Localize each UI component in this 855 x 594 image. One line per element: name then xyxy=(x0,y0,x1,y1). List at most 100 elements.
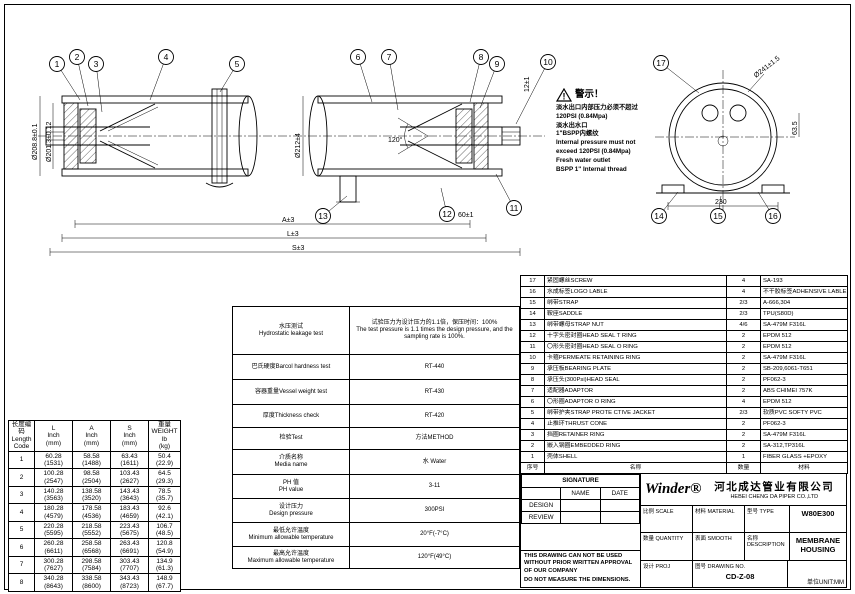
warning-line: BSPP 1" Internal thread xyxy=(556,165,627,173)
test-table-row: PH 值 PH value 3-11 xyxy=(232,474,520,499)
bom-name-cell: 绑带护夹STRAP PROTE CTIVE JACKET xyxy=(544,407,727,419)
test-value-cell: 水 Water xyxy=(349,449,520,475)
svg-text:63.5: 63.5 xyxy=(792,121,799,135)
quantity-row: 数量 QUANTITY 表面 SMOOTH 名称 DESCRIPTION MEM… xyxy=(641,533,846,561)
bom-name-cell: 紧固螺丝SCREW xyxy=(544,275,727,287)
review-row-label: REVIEW xyxy=(520,511,562,524)
svg-text:8: 8 xyxy=(479,52,484,62)
svg-text:A±3: A±3 xyxy=(282,217,295,224)
company-logo: Winder® xyxy=(645,481,702,497)
bom-header-no: 序号 xyxy=(520,462,545,474)
col-weight: 重量 WEIGHT lb (kg) xyxy=(148,420,181,452)
svg-text:16: 16 xyxy=(768,211,778,221)
a-cell: 298.58 (7584) xyxy=(72,555,111,575)
bom-no-cell: 2 xyxy=(520,440,545,452)
bom-row: 11 〇形头密封圈HEAD SEAL O RING 2 EPDM 512 xyxy=(520,341,848,353)
weight-cell: 148.9 (67.7) xyxy=(148,573,181,592)
bom-row: 17 紧固螺丝SCREW 4 SA-193 xyxy=(520,275,848,287)
no-measure-notice: DO NOT MEASURE THE DIMENSIONS. xyxy=(524,577,631,584)
col-length-code: 长度编码 Length Code xyxy=(8,420,35,452)
weight-cell: 134.9 (61.3) xyxy=(148,555,181,575)
bom-name-cell: 绑带螺母STRAP NUT xyxy=(544,319,727,331)
s-cell: 103.43 (2627) xyxy=(110,468,149,487)
bom-qty-cell: 2 xyxy=(726,330,761,342)
bom-header-row: 序号 名称 数量 材料 xyxy=(520,462,848,474)
bom-row: 9 承压板BEARING PLATE 2 SB-209,6061-T651 xyxy=(520,363,848,375)
length-code-cell: 8 xyxy=(8,573,35,592)
bom-name-cell: 十字头密封圈HEAD SEAL T RING xyxy=(544,330,727,342)
warning-line: Internal pressure must not xyxy=(556,139,636,147)
bom-no-cell: 11 xyxy=(520,341,545,353)
bom-header-qty: 数量 xyxy=(726,462,761,474)
bom-table: 17 紧固螺丝SCREW 4 SA-193 16 水成标签LOGO LABLE … xyxy=(520,275,848,474)
svg-text:3: 3 xyxy=(94,59,99,69)
bom-name-cell: 承压头(300Psi)HEAD SEAL xyxy=(544,374,727,386)
test-table-row: 检验Test 方法METHOD xyxy=(232,427,520,450)
approval-notice: THIS DRAWING CAN NOT BE USED WITHOUT PRI… xyxy=(521,549,640,587)
svg-text:!: ! xyxy=(563,92,566,102)
design-row-label: DESIGN xyxy=(520,499,562,512)
length-code-cell: 5 xyxy=(8,520,35,540)
bom-qty-cell: 2 xyxy=(726,418,761,430)
test-table-row: 最低允许温度 Minimum allowable temperature 20°… xyxy=(232,522,520,547)
length-table-row: 8 340.28 (8643) 338.58 (8600) 343.43 (87… xyxy=(8,573,181,592)
bom-qty-cell: 2 xyxy=(726,374,761,386)
test-table-row: 介质名称 Media name 水 Water xyxy=(232,449,520,475)
bom-row: 13 绑带螺母STRAP NUT 4/6 SA-479M F316L xyxy=(520,319,848,331)
test-label-cell: 检验Test xyxy=(232,427,350,450)
company-names: 河北成达管业有限公司 HEBEI CHENG DA PIPER CO.,LTD xyxy=(707,479,843,500)
a-cell: 258.58 (6568) xyxy=(72,538,111,557)
bom-row: 16 水成标签LOGO LABLE 4 不干胶标签ADHENSIVE LABLE xyxy=(520,286,848,298)
svg-text:4: 4 xyxy=(164,52,169,62)
bom-material-cell: SA-479M F316L xyxy=(760,319,848,331)
bom-row: 2 嵌入钢圈EMBEDDED RING 2 SA-312,TP316L xyxy=(520,440,848,452)
svg-text:17: 17 xyxy=(656,58,666,68)
bom-qty-cell: 2 xyxy=(726,440,761,452)
review-date-cell xyxy=(599,511,641,524)
description-label: 名称 DESCRIPTION xyxy=(745,533,790,560)
bom-material-cell: FIBER GLASS +EPOXY xyxy=(760,451,848,463)
right-section-view xyxy=(308,95,521,203)
test-label-cell: 最高允许温度 Maximum allowable temperature xyxy=(232,546,350,569)
test-label-cell: 容器重量Vessel weight test xyxy=(232,379,350,405)
length-code-table: 长度编码 Length Code L Inch (mm) A Inch (mm)… xyxy=(8,420,181,592)
balloon-8: 8 xyxy=(469,49,489,103)
svg-text:5: 5 xyxy=(235,59,240,69)
test-spec-table: 水压测试 Hydrostatic leakage test 试验压力为设计压力的… xyxy=(232,306,520,569)
s-cell: 143.43 (3643) xyxy=(110,485,149,505)
bom-material-cell: 不干胶标签ADHENSIVE LABLE xyxy=(760,286,848,298)
a-cell: 58.58 (1488) xyxy=(72,450,111,470)
end-view xyxy=(655,70,795,212)
bom-qty-cell: 2 xyxy=(726,352,761,364)
warning-line: Fresh water outlet xyxy=(556,156,611,164)
bom-no-cell: 13 xyxy=(520,319,545,331)
length-table-row: 1 60.28 (1531) 58.58 (1488) 63.43 (1611)… xyxy=(8,450,181,470)
drawing-no-value: CD-Z-08 xyxy=(725,571,755,581)
test-value-cell: 120°F(49°C) xyxy=(349,546,520,569)
svg-text:14: 14 xyxy=(654,211,664,221)
material-label: 材料 MATERIAL xyxy=(693,506,745,533)
bom-row: 5 绑带护夹STRAP PROTE CTIVE JACKET 2/3 软质PVC… xyxy=(520,407,848,419)
warning-title: 警示！ xyxy=(575,89,604,101)
signature-section: SIGNATURE NAME DATE DESIGN REVIEW xyxy=(520,474,641,587)
bom-header-material: 材料 xyxy=(760,462,848,474)
test-value-cell: RT-420 xyxy=(349,404,520,428)
svg-text:S±3: S±3 xyxy=(292,245,305,252)
balloon-5: 5 xyxy=(219,56,245,93)
length-code-cell: 3 xyxy=(8,485,35,505)
bom-material-cell: SB-209,6061-T651 xyxy=(760,363,848,375)
test-value-cell: 20°F(-7°C) xyxy=(349,522,520,547)
svg-text:10: 10 xyxy=(543,57,553,67)
bom-row: 1 壳体SHELL 1 FIBER GLASS +EPOXY xyxy=(520,451,848,463)
svg-text:12±1: 12±1 xyxy=(524,76,531,92)
svg-text:60±1: 60±1 xyxy=(458,212,474,219)
description-value: MEMBRANE HOUSING xyxy=(795,536,841,555)
bom-material-cell: EPDM 512 xyxy=(760,341,848,353)
s-cell: 63.43 (1611) xyxy=(110,450,149,470)
balloon-16: 16 xyxy=(757,191,781,224)
svg-text:230: 230 xyxy=(715,199,727,206)
bom-no-cell: 12 xyxy=(520,330,545,342)
svg-text:L±3: L±3 xyxy=(287,231,299,238)
bom-row: 3 挡圈RETAINER RING 2 SA-479M F316L xyxy=(520,429,848,441)
a-cell: 178.58 (4536) xyxy=(72,503,111,522)
